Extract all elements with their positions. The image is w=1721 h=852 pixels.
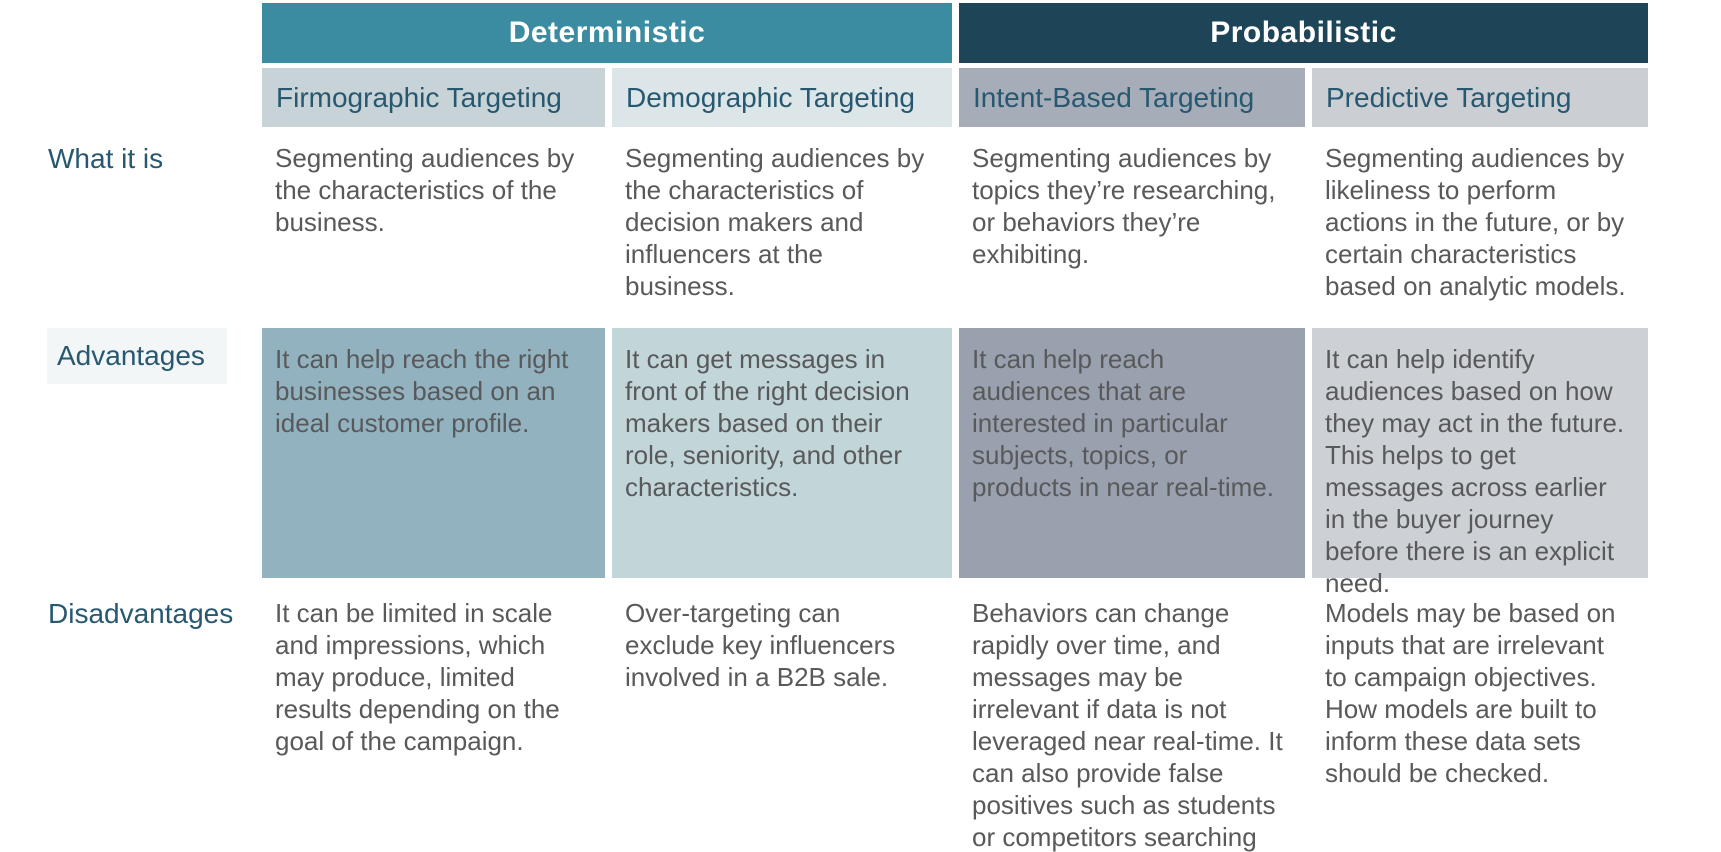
cell-disadvantages-predictive: Models may be based on inputs that are i…	[1325, 598, 1616, 788]
column-group-header-row: Deterministic Probabilistic	[0, 3, 1721, 63]
table-row-disadvantages: Disadvantages It can be limited in scale…	[0, 595, 1721, 852]
cell-advantages-intent-based: It can help reach audiences that are int…	[959, 328, 1305, 578]
column-header-row: Firmographic Targeting Demographic Targe…	[0, 68, 1721, 127]
table-row-advantages: Advantages It can help reach the right b…	[0, 328, 1721, 598]
cell-advantages-firmographic: It can help reach the right businesses b…	[262, 328, 605, 578]
column-header-intent-based-targeting: Intent-Based Targeting	[959, 68, 1305, 127]
cell-what-it-is-intent-based: Segmenting audiences by topics they’re r…	[972, 143, 1276, 269]
table-row-what-it-is: What it is Segmenting audiences by the c…	[0, 140, 1721, 328]
row-label-disadvantages: Disadvantages	[48, 598, 234, 629]
column-header-predictive-targeting: Predictive Targeting	[1312, 68, 1648, 127]
cell-disadvantages-intent-based: Behaviors can change rapidly over time, …	[972, 598, 1283, 852]
cell-advantages-demographic: It can get messages in front of the righ…	[612, 328, 952, 578]
row-label-what-it-is: What it is	[48, 143, 164, 174]
column-header-demographic-targeting: Demographic Targeting	[612, 68, 952, 127]
cell-disadvantages-demographic: Over-targeting can exclude key influence…	[625, 598, 896, 692]
cell-what-it-is-demographic: Segmenting audiences by the characterist…	[625, 143, 925, 301]
column-group-header-deterministic: Deterministic	[262, 3, 952, 63]
column-group-header-probabilistic: Probabilistic	[959, 3, 1648, 63]
row-label-advantages: Advantages	[47, 328, 255, 578]
cell-disadvantages-firmographic: It can be limited in scale and impressio…	[275, 598, 560, 756]
cell-what-it-is-predictive: Segmenting audiences by likeliness to pe…	[1325, 143, 1626, 301]
cell-advantages-predictive: It can help identify audiences based on …	[1312, 328, 1648, 598]
advantages-label-text: Advantages	[47, 328, 227, 384]
column-header-firmographic-targeting: Firmographic Targeting	[262, 68, 605, 127]
cell-what-it-is-firmographic: Segmenting audiences by the characterist…	[275, 143, 575, 237]
